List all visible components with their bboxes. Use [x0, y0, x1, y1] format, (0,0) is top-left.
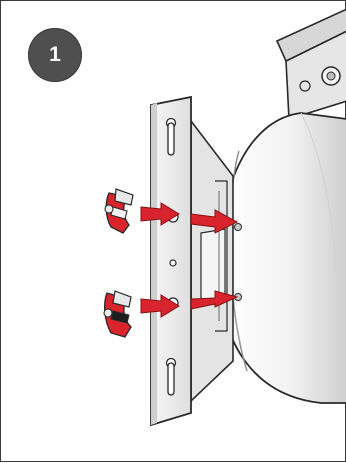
- bolt-hole-middle: [169, 259, 177, 267]
- keyhole-slot-top: [165, 117, 177, 156]
- bracket-flange: [190, 118, 234, 403]
- step-number: 1: [49, 43, 61, 66]
- keyhole-slot-bottom: [165, 357, 177, 396]
- arrow-screw-to-bracket-upper: [140, 202, 180, 226]
- mounting-bracket: [150, 95, 192, 427]
- step-number-badge: 1: [28, 28, 82, 82]
- arrow-bracket-to-tank-upper: [190, 209, 239, 234]
- screw-lower: [103, 290, 132, 338]
- tank-body: [218, 112, 346, 404]
- arrow-bracket-to-tank-lower: [190, 290, 239, 310]
- top-mount-box: [275, 8, 346, 121]
- screw-upper: [104, 188, 134, 234]
- arrow-screw-to-bracket-lower: [140, 294, 180, 318]
- tank-stud-upper: [234, 223, 242, 231]
